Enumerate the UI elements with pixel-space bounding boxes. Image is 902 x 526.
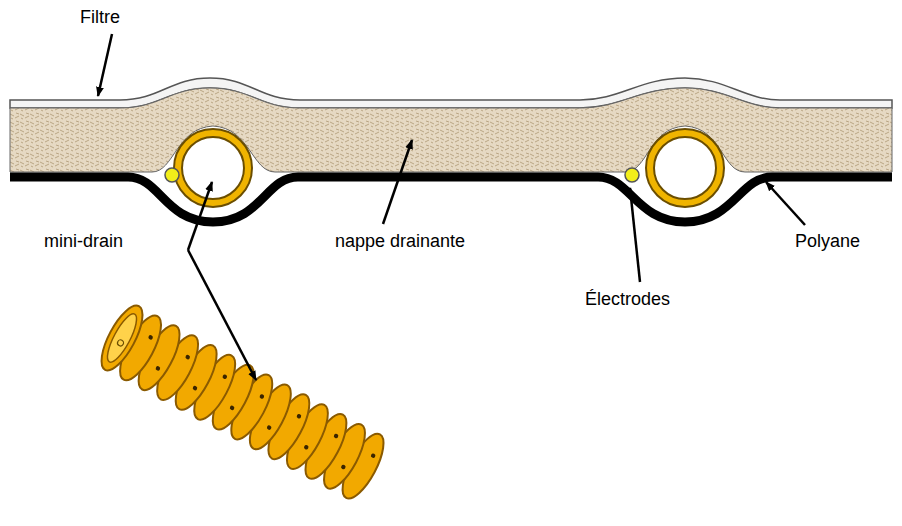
mini-drain-section: [178, 133, 248, 203]
mini-drain-section: [650, 133, 720, 203]
electrode-label: Électrodes: [585, 290, 670, 310]
leader-lines: [98, 34, 805, 380]
pipe-hole: [229, 405, 235, 411]
pipe-hole: [303, 444, 309, 450]
mat-label: nappe drainante: [335, 232, 465, 252]
filter-label: Filtre: [80, 8, 120, 28]
pipe-hole: [185, 354, 191, 360]
pipe-hole: [333, 433, 339, 439]
pipe-hole: [259, 394, 265, 400]
drainage-mat: [10, 88, 892, 172]
polyane-sheet: [10, 177, 892, 222]
drain-label: mini-drain: [44, 232, 123, 252]
mini-drain-section: [650, 133, 720, 203]
pipe-hole: [155, 365, 161, 371]
pipe-hole: [192, 385, 198, 391]
pipe-hole: [148, 334, 154, 340]
pipe-opening: [102, 310, 141, 365]
sheet-label: Polyane: [795, 232, 860, 252]
electrode: [165, 168, 179, 182]
mini-drain-section: [178, 133, 248, 203]
pipe-hole: [222, 374, 228, 380]
filter-layer: [10, 78, 892, 108]
electrode: [625, 168, 639, 182]
pipe-hole: [296, 413, 302, 419]
corrugated-pipe: [94, 300, 392, 504]
pipe-hole: [340, 464, 346, 470]
pipe-hole: [266, 425, 272, 431]
pipe-ring: [94, 300, 151, 376]
pipe-hole: [116, 339, 124, 347]
pipe-hole: [370, 453, 376, 459]
